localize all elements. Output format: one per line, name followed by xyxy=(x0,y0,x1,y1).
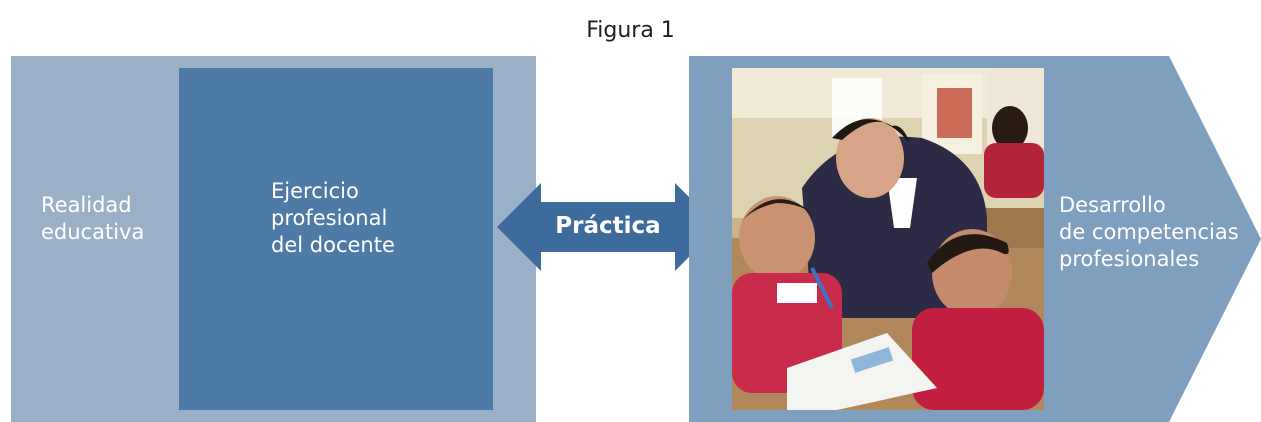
figure-title: Figura 1 xyxy=(586,18,675,43)
teaching-practice-box xyxy=(179,68,493,410)
double-arrow xyxy=(497,183,719,271)
classroom-photo xyxy=(732,68,1044,410)
reality-label: Realidad educativa xyxy=(41,193,145,244)
competencies-label: Desarrollo de competencias profesionales xyxy=(1059,193,1239,271)
practice-label: Práctica xyxy=(555,213,661,239)
teaching-practice-label: Ejercicio profesional del docente xyxy=(271,179,395,257)
